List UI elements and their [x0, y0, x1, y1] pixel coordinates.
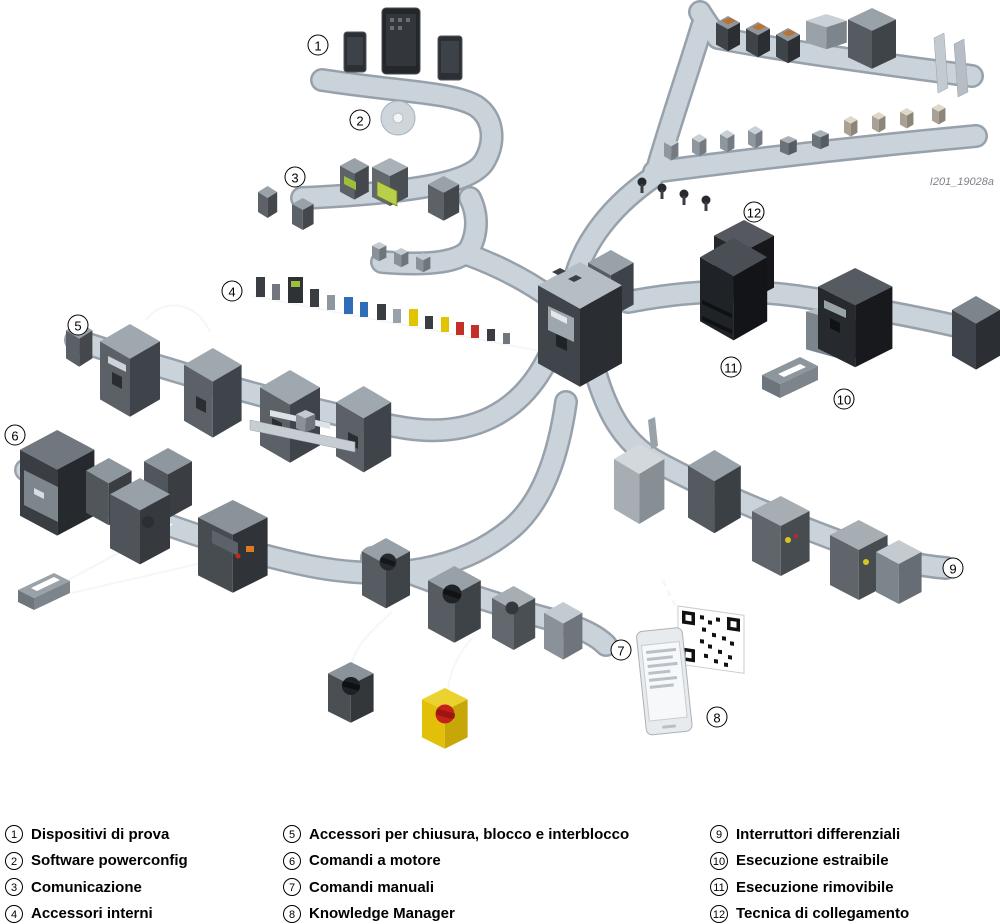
callout-2: 2: [349, 109, 371, 131]
knowledge-phone: [636, 627, 693, 736]
cluster-residual-current-devices: [614, 417, 922, 604]
qr-code: [677, 605, 745, 674]
legend-label: Comandi a motore: [309, 852, 441, 870]
legend-label: Comandi manuali: [309, 878, 435, 896]
legend-label: Accessori interni: [31, 905, 153, 923]
cluster-main-breaker: [538, 250, 634, 387]
legend-number: 7: [283, 878, 301, 897]
legend-item-9: 9 Interruttori differenziali: [710, 821, 909, 848]
legend-label: Tecnica di collegamento: [736, 905, 910, 923]
legend-label: Esecuzione rimovibile: [736, 878, 894, 896]
cluster-interlock-accessories: [66, 322, 392, 473]
legend-label: Accessori per chiusura, blocco e interbl…: [309, 825, 630, 843]
legend-item-3: 3 Comunicazione: [5, 874, 188, 901]
callout-1: 1: [307, 34, 329, 56]
callout-10: 10: [833, 388, 855, 410]
callout-12: 12: [743, 201, 765, 223]
cluster-motor-operators: [18, 430, 268, 610]
callout-4: 4: [221, 280, 243, 302]
cluster-test-devices: [343, 7, 463, 81]
legend-item-4: 4 Accessori interni: [5, 901, 188, 924]
legend-item-6: 6 Comandi a motore: [283, 848, 629, 875]
legend-number: 1: [5, 825, 23, 844]
cluster-internal-accessories: [256, 277, 510, 344]
legend-label: Knowledge Manager: [309, 905, 455, 923]
legend-number: 10: [710, 851, 728, 870]
legend-item-7: 7 Comandi manuali: [283, 874, 629, 901]
legend-item-5: 5 Accessori per chiusura, blocco e interb…: [283, 821, 629, 848]
callout-8: 8: [706, 706, 728, 728]
legend-item-2: 2 Software powerconfig: [5, 848, 188, 875]
legend-number: 8: [283, 904, 301, 923]
legend-item-10: 10 Esecuzione estraibile: [710, 848, 909, 875]
legend-label: Software powerconfig: [31, 852, 188, 870]
connector-wires: [49, 295, 702, 695]
legend-col-1: 1 Dispositivi di prova 2 Software powerconf…: [5, 821, 188, 924]
software-disc-icon: [380, 100, 416, 136]
legend-label: Dispositivi di prova: [31, 825, 170, 843]
legend-number: 3: [5, 878, 23, 897]
callout-5: 5: [67, 314, 89, 336]
legend-number: 11: [710, 878, 728, 897]
cluster-withdrawable-version: [762, 268, 1000, 398]
cluster-knowledge-manager: [636, 605, 745, 736]
legend-item-12: 12 Tecnica di collegamento: [710, 901, 909, 924]
watermark: I201_19028a: [929, 176, 994, 188]
cluster-plugin-version: [700, 220, 774, 341]
legend-number: 6: [283, 851, 301, 870]
legend-number: 4: [5, 904, 23, 923]
legend-col-2: 5 Accessori per chiusura, blocco e interb…: [283, 821, 629, 924]
cluster-communication: [258, 158, 460, 273]
legend-item-11: 11 Esecuzione rimovibile: [710, 874, 909, 901]
legend-number: 5: [283, 825, 301, 844]
legend-label: Comunicazione: [31, 878, 142, 896]
legend-label: Interruttori differenziali: [736, 825, 901, 843]
callout-7: 7: [610, 639, 632, 661]
cluster-connection-technology: [637, 8, 969, 211]
legend-item-8: 8 Knowledge Manager: [283, 901, 629, 924]
cable-lugs: [637, 177, 711, 211]
legend-number: 2: [5, 851, 23, 870]
cluster-manual-operators: [328, 538, 583, 749]
legend-number: 12: [710, 904, 728, 923]
callout-6: 6: [4, 424, 26, 446]
legend-label: Esecuzione estraibile: [736, 852, 889, 870]
callout-9: 9: [942, 557, 964, 579]
legend-number: 9: [710, 825, 728, 844]
system-diagram: [0, 0, 1000, 749]
legend-item-1: 1 Dispositivi di prova: [5, 821, 188, 848]
callout-3: 3: [284, 166, 306, 188]
callout-11: 11: [720, 356, 742, 378]
